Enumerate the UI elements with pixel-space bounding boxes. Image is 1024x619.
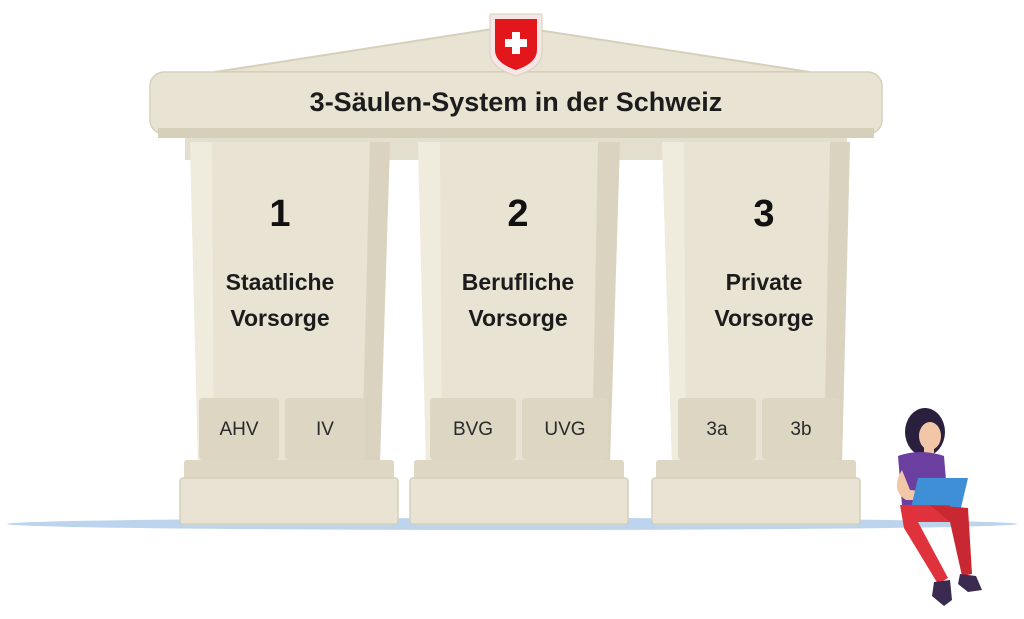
sub-box-iv: [285, 398, 365, 460]
sub-label-uvg: UVG: [544, 419, 586, 440]
sub-box-uvg: [522, 398, 608, 460]
pillar-3-label-line2: Vorsorge: [714, 305, 814, 331]
person-with-laptop-icon: [896, 408, 982, 606]
pillar-3-label-line1: Private: [725, 269, 803, 295]
swiss-shield-icon: [489, 13, 543, 77]
sub-label-3a: 3a: [706, 419, 728, 440]
sub-label-bvg: BVG: [452, 419, 494, 440]
sub-label-ahv: AHV: [219, 419, 259, 440]
sub-label-3b: 3b: [790, 419, 812, 440]
sub-label-iv: IV: [316, 419, 334, 440]
pillar-3-shape: [651, 142, 861, 525]
pillar-1-number: 1: [269, 193, 291, 235]
pillar-1-label-line2: Vorsorge: [230, 305, 330, 331]
sub-box-3a: [678, 398, 756, 460]
pillar-2-label: Berufliche Vorsorge: [418, 264, 618, 336]
pillar-2-label-line2: Vorsorge: [468, 305, 568, 331]
pillar-3-number: 3: [753, 193, 775, 235]
diagram-title: 3-Säulen-System in der Schweiz: [309, 87, 723, 117]
pillar-2-shape: [409, 142, 629, 525]
pillar-2-number: 2: [507, 193, 529, 235]
pillar-2-label-line1: Berufliche: [461, 269, 575, 295]
pillar-1-label: Staatliche Vorsorge: [180, 264, 380, 336]
sub-box-bvg: [430, 398, 516, 460]
pillar-3-label: Private Vorsorge: [664, 264, 864, 336]
sub-box-3b: [762, 398, 840, 460]
pillar-1-label-line1: Staatliche: [225, 269, 335, 295]
pillar-1-shape: [179, 142, 399, 525]
sub-box-ahv: [199, 398, 279, 460]
